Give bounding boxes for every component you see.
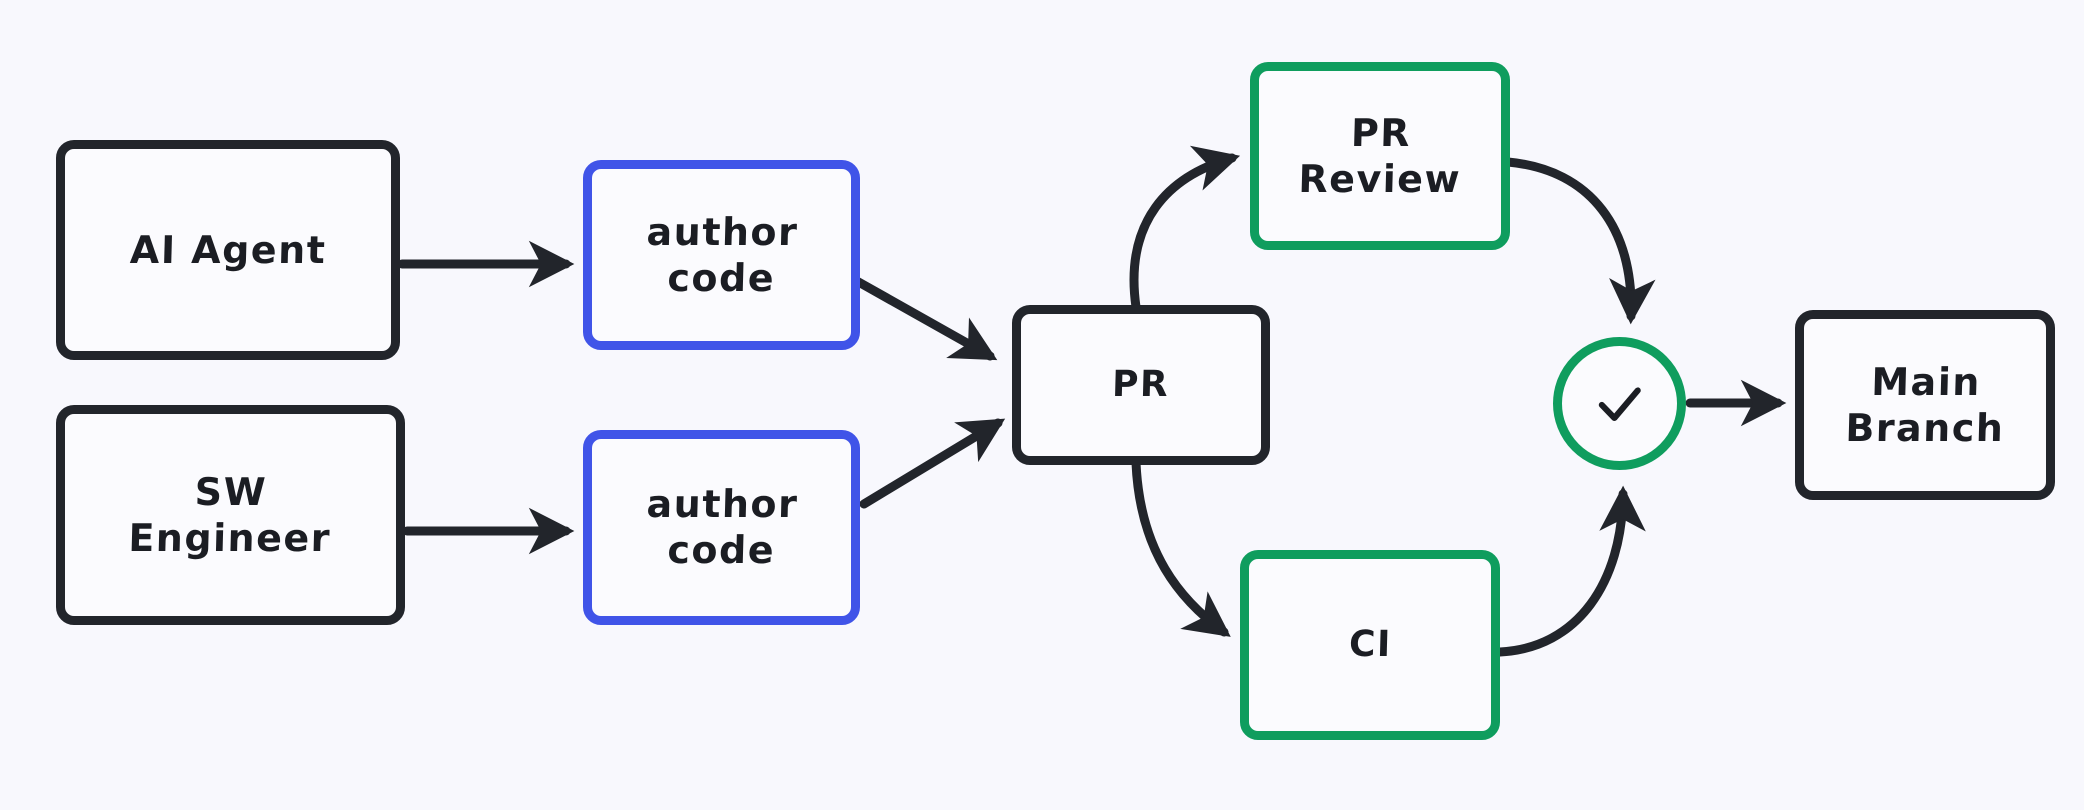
node-ai-agent[interactable]: AI Agent: [56, 140, 400, 360]
node-ai-agent-label: AI Agent: [129, 227, 327, 272]
node-sw-engineer[interactable]: SW Engineer: [56, 405, 405, 625]
edge-ci-to-check: [1495, 485, 1646, 657]
edge-author-code-bottom-to-pr: [859, 418, 1006, 509]
node-pr-review[interactable]: PR Review: [1250, 62, 1510, 250]
node-main-branch[interactable]: Main Branch: [1795, 310, 2055, 500]
node-approval-check[interactable]: [1553, 337, 1686, 470]
check-icon: [1598, 386, 1641, 421]
node-pr-label: PR: [1111, 364, 1171, 406]
edge-pr-review-to-check: [1503, 157, 1656, 325]
node-author-code-engineer-label: author code: [645, 482, 799, 573]
node-sw-engineer-label: SW Engineer: [128, 469, 332, 560]
node-author-code-agent[interactable]: author code: [583, 160, 860, 350]
edge-author-code-top-to-pr: [850, 275, 998, 361]
node-main-branch-label: Main Branch: [1844, 359, 2005, 450]
edge-pr-to-ci: [1131, 458, 1231, 637]
node-pr[interactable]: PR: [1012, 305, 1270, 465]
node-author-code-agent-label: author code: [645, 209, 799, 300]
node-ci-label: CI: [1348, 624, 1392, 666]
node-author-code-engineer[interactable]: author code: [583, 430, 860, 625]
edge-pr-to-pr-review: [1129, 145, 1241, 312]
node-pr-review-label: PR Review: [1297, 110, 1462, 201]
node-ci[interactable]: CI: [1240, 550, 1500, 740]
